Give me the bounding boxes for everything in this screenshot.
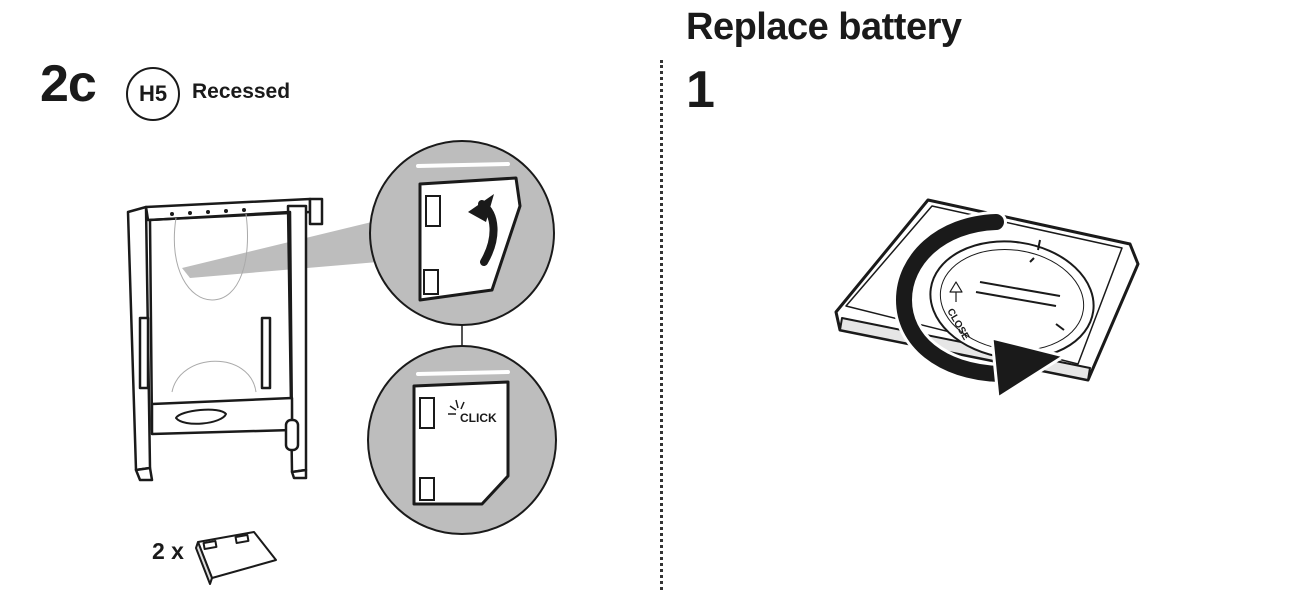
callout-circle-top (369, 140, 555, 326)
callout-wedge (182, 220, 380, 278)
click-label: CLICK (460, 411, 497, 425)
click-burst-icon (448, 399, 465, 415)
section-title: Replace battery (686, 6, 962, 48)
twist-arrow-icon (892, 211, 1068, 401)
mounting-frame (126, 197, 324, 482)
step-number: 1 (686, 61, 715, 119)
section-divider (660, 60, 663, 590)
step-label: 2c (40, 55, 97, 113)
spare-clip-part (195, 531, 277, 585)
rotate-arrow-icon (468, 194, 498, 266)
frame-rail-teeth (170, 208, 246, 216)
variant-badge: H5 (126, 67, 180, 121)
callout-circle-bottom (367, 345, 557, 535)
quantity-label: 2 x (152, 538, 184, 564)
variant-text: Recessed (192, 80, 291, 103)
